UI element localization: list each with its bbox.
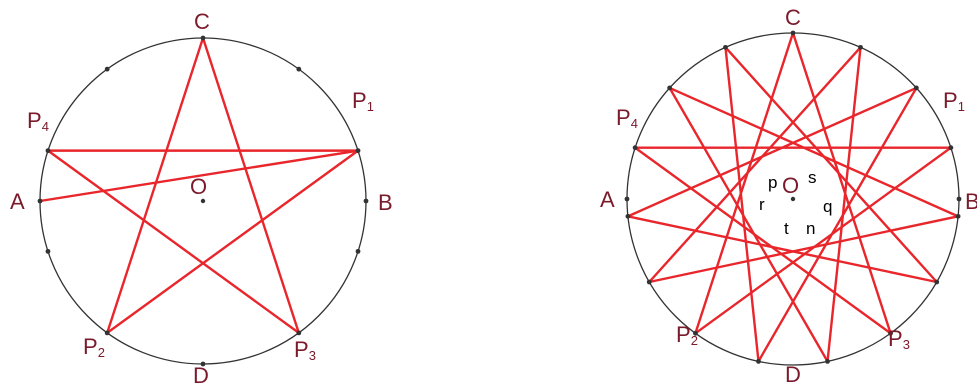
left-label-p4: P4 [27,108,49,134]
inner-label-r: r [759,195,765,214]
circle-point [667,85,673,91]
circle-point [790,30,796,36]
star-edge [626,215,938,284]
pentagram-edge [46,149,301,335]
pentagram-edge [201,36,301,335]
left-label-p1: P1 [352,88,374,114]
circle-point [956,196,962,202]
star-edge [724,46,938,284]
right-label-a: A [600,187,615,212]
circle-point [632,145,638,151]
circle-point [200,35,206,41]
star-edge [633,146,892,335]
pentagram-edge [105,36,205,335]
right-label-p4: P4 [616,105,638,131]
right-label-p3: P3 [888,326,910,352]
star-edge [694,31,795,335]
right-label-p1: P1 [943,88,965,114]
inner-label-s: s [808,168,817,187]
star-edge [626,86,918,218]
circle-point [756,358,761,364]
inner-label-q: q [823,197,832,216]
circle-point [955,213,961,219]
inner-label-p: p [768,173,777,192]
circle-point [934,279,940,285]
circle-point [693,330,698,336]
circle-point [723,44,728,50]
inner-label-n: n [806,219,815,238]
left-label-o: O [190,174,207,199]
circle-point [45,248,51,254]
circle-point [296,66,302,72]
right-label-d: D [785,362,801,385]
star-edge [668,86,829,363]
left-points [37,35,369,367]
right-points [624,30,962,364]
star-edge [648,46,862,284]
circle-point [913,85,919,91]
left-label-d: D [193,363,209,385]
center-point [790,196,796,202]
circle-point [625,213,631,219]
star-edge [648,215,960,284]
left-label-p2: P2 [83,334,105,360]
right-figure: C P1 P4 A B O P2 P3 D p s r q t n [600,5,977,385]
circle-point [363,198,369,204]
pentagram-edge [38,149,360,203]
circle-point [355,148,361,154]
circle-point [948,145,954,151]
left-label-b: B [378,190,393,215]
circle-point [858,44,863,50]
center-point [200,198,206,204]
circle-point [37,198,43,204]
circle-point [296,330,302,336]
left-label-a: A [10,189,25,214]
star-edge [826,46,862,363]
right-label-c: C [785,5,801,30]
left-pentagram [38,36,360,335]
star-edge [668,86,960,218]
right-star-polygon [626,31,960,363]
circle-point [355,248,361,254]
left-label-p3: P3 [294,337,316,363]
right-label-b: B [965,189,977,214]
left-figure: C P1 P4 A B O P2 P3 D [10,9,393,385]
circle-point [104,66,110,72]
left-label-c: C [194,9,210,34]
inner-label-t: t [784,219,789,238]
circle-point [825,358,830,364]
circle-point [888,330,893,336]
star-edge [791,31,892,335]
star-edge [757,86,918,363]
right-label-p2: P2 [676,322,698,348]
circle-point [104,330,110,336]
circle-point [646,279,652,285]
star-edge [724,46,760,363]
circle-point [624,196,630,202]
circle-point [200,361,206,367]
circle-point [45,148,51,154]
star-edge [694,146,953,335]
pentagram-edge [105,149,360,335]
right-label-o: O [782,173,799,198]
